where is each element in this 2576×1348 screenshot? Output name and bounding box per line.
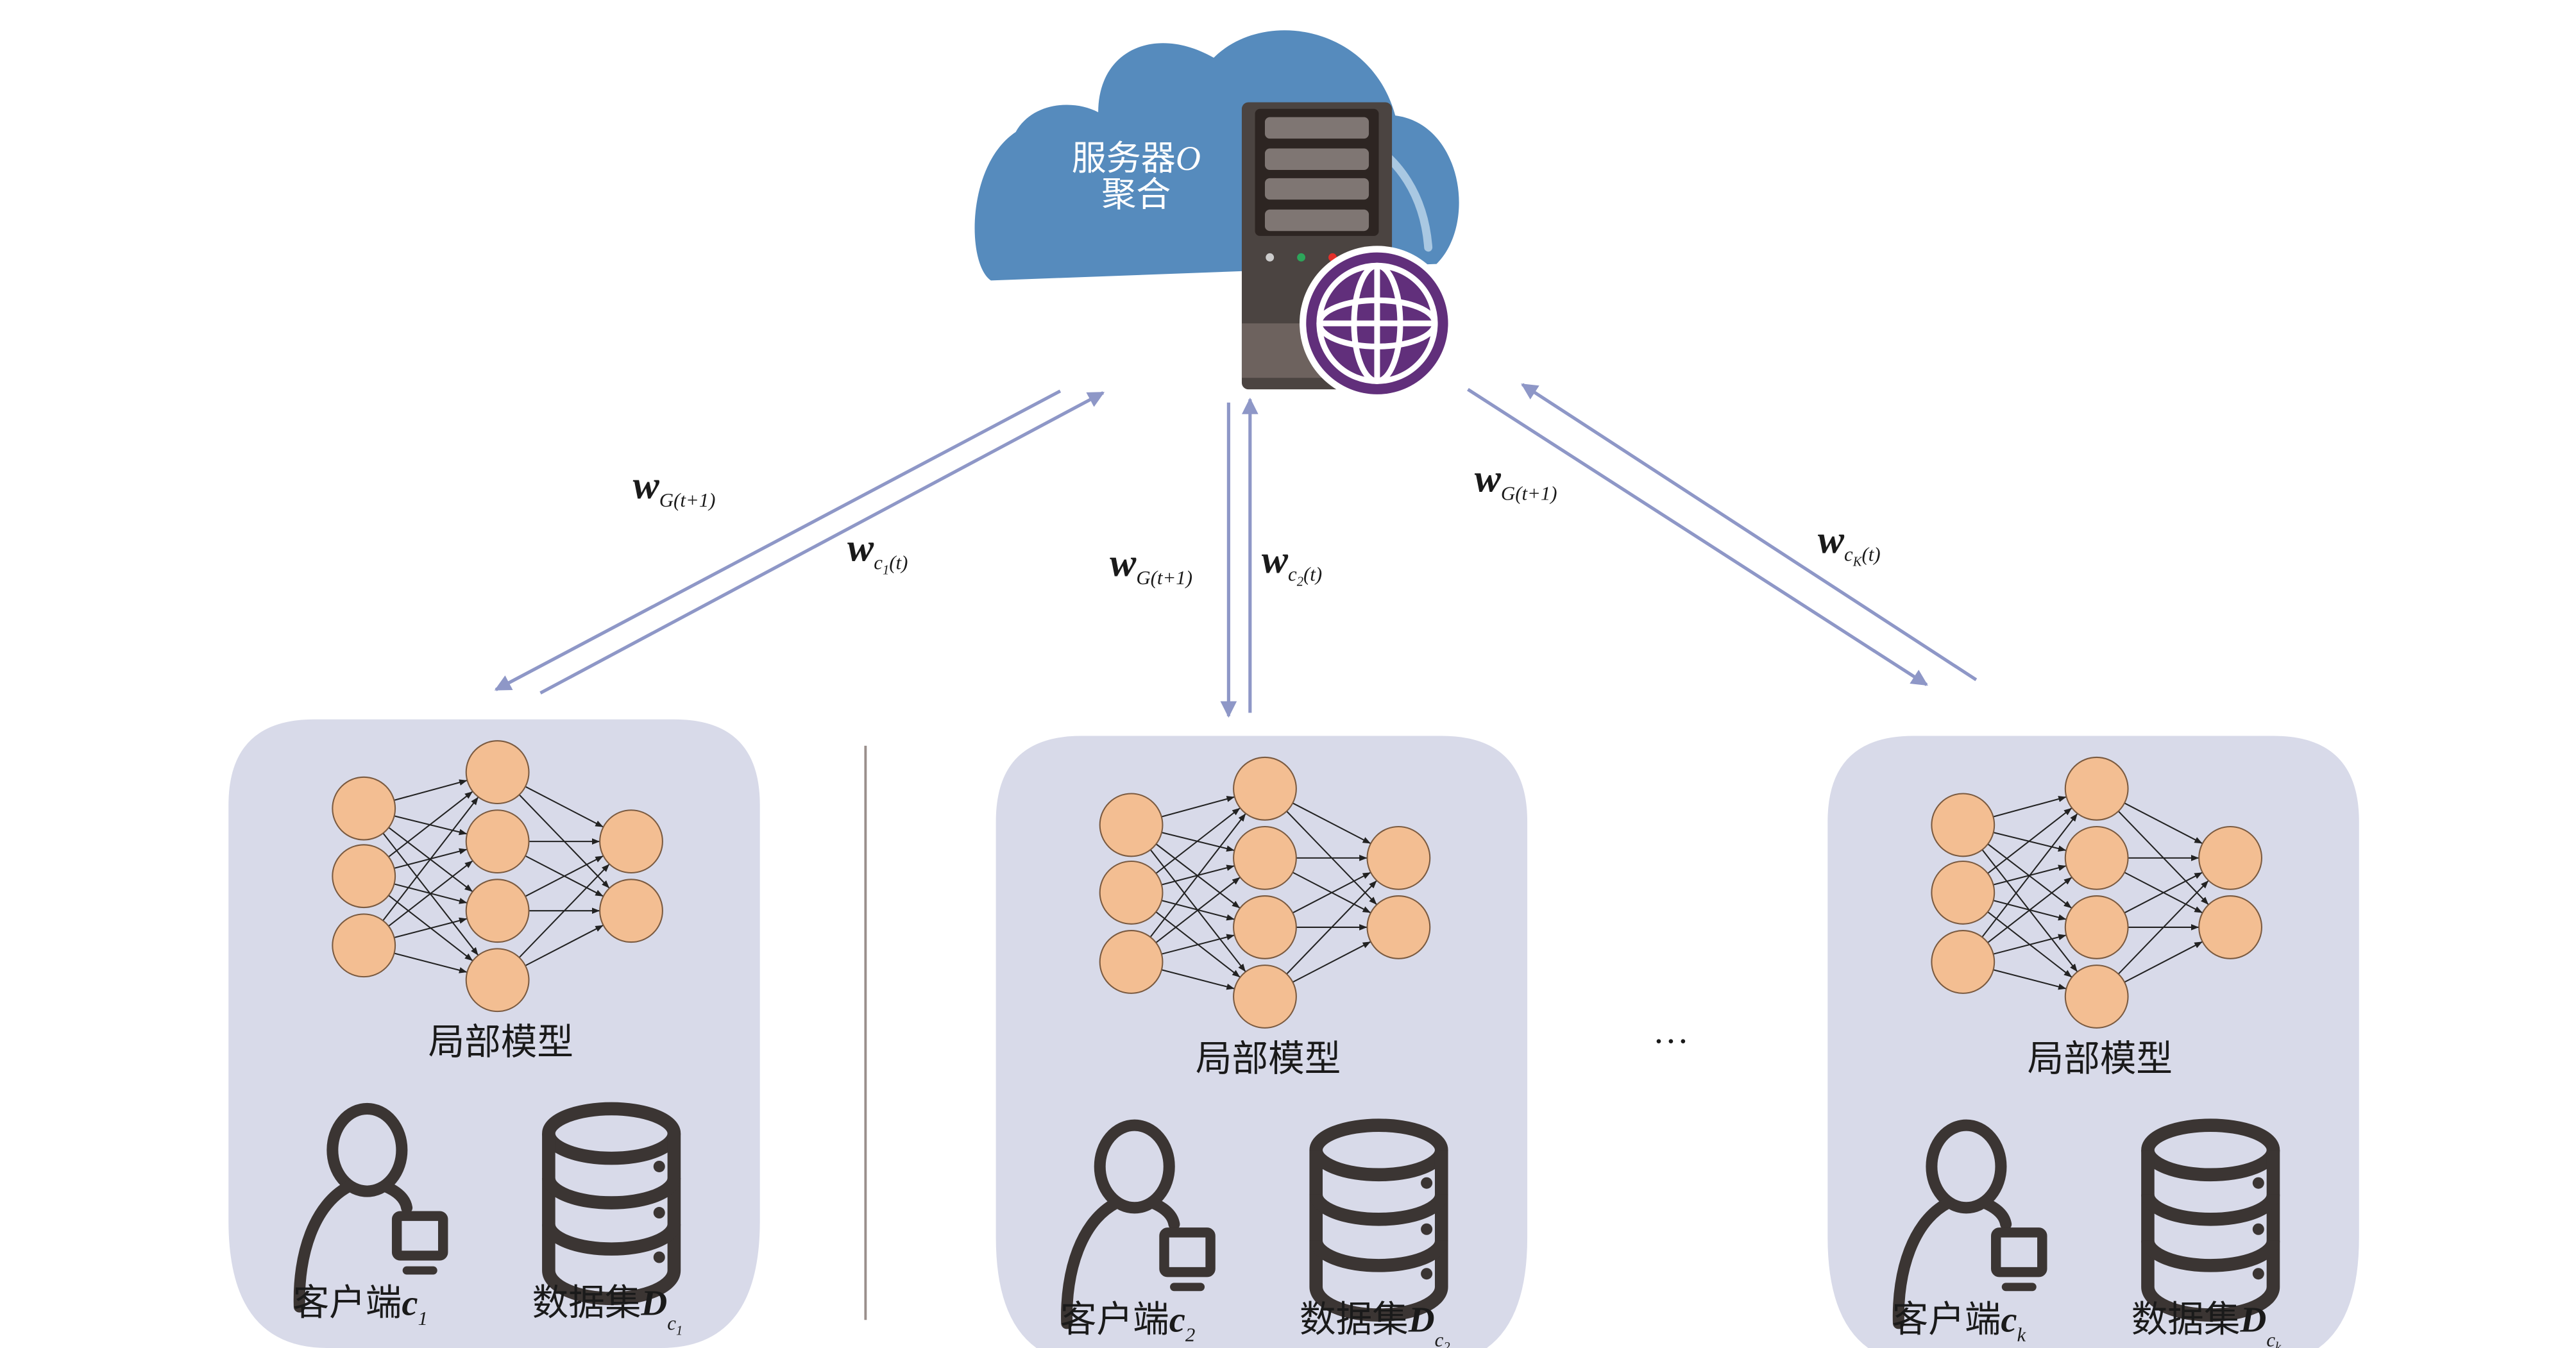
weight-time: (t) bbox=[1303, 563, 1322, 586]
weight-time: (t) bbox=[1862, 543, 1881, 566]
client-label: 客户端ck bbox=[1892, 1300, 2027, 1345]
client-label: 客户端c2 bbox=[1060, 1300, 1195, 1345]
neuron-node bbox=[1099, 930, 1164, 994]
neuron-node bbox=[2064, 756, 2129, 821]
client-user-icon bbox=[1892, 1119, 2047, 1329]
dataset-label: 数据集Dc1 bbox=[532, 1284, 683, 1338]
weight-subscript: c bbox=[874, 552, 883, 574]
client-label: 客户端c1 bbox=[293, 1284, 428, 1329]
weight-subsubscript: 1 bbox=[883, 563, 889, 577]
neuron-node bbox=[1233, 825, 1297, 890]
neuron-node bbox=[1233, 895, 1297, 959]
neuron-node bbox=[465, 740, 530, 804]
edge-label-up: wc2(t) bbox=[1262, 538, 1322, 589]
arrow-client-1-to-server bbox=[539, 391, 1105, 695]
local-model-label: 局部模型 bbox=[1196, 1040, 1341, 1079]
neuron-node bbox=[465, 809, 530, 874]
neural-network-icon bbox=[1931, 756, 2262, 1029]
weight-symbol: w bbox=[1110, 541, 1137, 585]
dataset-database-icon bbox=[542, 1102, 681, 1306]
weight-subscript: G(t+1) bbox=[659, 489, 716, 511]
arrows bbox=[494, 383, 1978, 718]
dataset-database-icon bbox=[1309, 1118, 1448, 1322]
neuron-node bbox=[599, 809, 663, 874]
neuron-node bbox=[2064, 825, 2129, 890]
globe-icon bbox=[1300, 246, 1455, 401]
neuron-node bbox=[2198, 825, 2262, 890]
neuron-node bbox=[2198, 895, 2262, 959]
weight-subscript: c bbox=[1288, 563, 1297, 586]
neuron-node bbox=[465, 879, 530, 943]
neuron-node bbox=[599, 879, 663, 943]
ellipsis: … bbox=[1653, 1011, 1690, 1051]
edge-label-up: wcK(t) bbox=[1818, 518, 1881, 569]
neural-network-icon bbox=[332, 740, 663, 1013]
neuron-node bbox=[1931, 930, 1996, 994]
weight-subscript: c bbox=[1844, 543, 1853, 566]
arrow-global-to-client-k bbox=[1467, 388, 1928, 686]
edge-label-down: wG(t+1) bbox=[1110, 541, 1192, 589]
neuron-node bbox=[465, 948, 530, 1013]
server-label: 服务器O bbox=[1072, 139, 1201, 178]
local-model-label: 局部模型 bbox=[428, 1023, 573, 1063]
aggregation-label: 聚合 bbox=[1101, 176, 1171, 214]
weight-time: (t) bbox=[889, 552, 908, 574]
server-group: 服务器O 聚合 bbox=[974, 30, 1459, 401]
dataset-label: 数据集Dc2 bbox=[1300, 1300, 1450, 1348]
edge-labels: wG(t+1)wc1(t)wG(t+1)wc2(t)wG(t+1)wcK(t) bbox=[633, 457, 1881, 589]
weight-subscript: G(t+1) bbox=[1136, 566, 1192, 589]
neuron-node bbox=[2064, 965, 2129, 1029]
weight-subsubscript: K bbox=[1852, 555, 1863, 569]
weight-symbol: w bbox=[847, 527, 874, 570]
neural-network-icon bbox=[1099, 756, 1431, 1029]
local-model-label: 局部模型 bbox=[2028, 1040, 2173, 1079]
neuron-node bbox=[332, 844, 396, 909]
neuron-node bbox=[332, 776, 396, 841]
neuron-node bbox=[1099, 860, 1164, 925]
weight-symbol: w bbox=[633, 464, 660, 507]
weight-symbol: w bbox=[1818, 518, 1845, 562]
weight-subsubscript: 2 bbox=[1297, 575, 1303, 589]
neuron-node bbox=[1366, 825, 1431, 890]
weight-symbol: w bbox=[1262, 538, 1289, 582]
edge-label-down: wG(t+1) bbox=[633, 464, 716, 511]
neuron-node bbox=[332, 913, 396, 978]
dataset-label: 数据集Dck bbox=[2131, 1300, 2282, 1348]
neuron-node bbox=[1931, 793, 1996, 857]
dataset-database-icon bbox=[2141, 1118, 2280, 1322]
client-user-icon bbox=[1061, 1119, 1216, 1329]
arrow-client-k-to-server bbox=[1521, 383, 1978, 682]
neuron-node bbox=[1233, 965, 1297, 1029]
arrow-global-to-client-1 bbox=[494, 389, 1062, 691]
edge-label-up: wc1(t) bbox=[847, 527, 908, 578]
weight-subscript: G(t+1) bbox=[1501, 482, 1557, 505]
weight-symbol: w bbox=[1475, 457, 1502, 501]
neuron-node bbox=[1931, 860, 1996, 925]
neuron-node bbox=[2064, 895, 2129, 959]
neuron-node bbox=[1099, 793, 1164, 857]
client-user-icon bbox=[293, 1102, 448, 1313]
edge-label-down: wG(t+1) bbox=[1475, 457, 1557, 505]
neuron-node bbox=[1366, 895, 1431, 959]
neuron-node bbox=[1233, 756, 1297, 821]
